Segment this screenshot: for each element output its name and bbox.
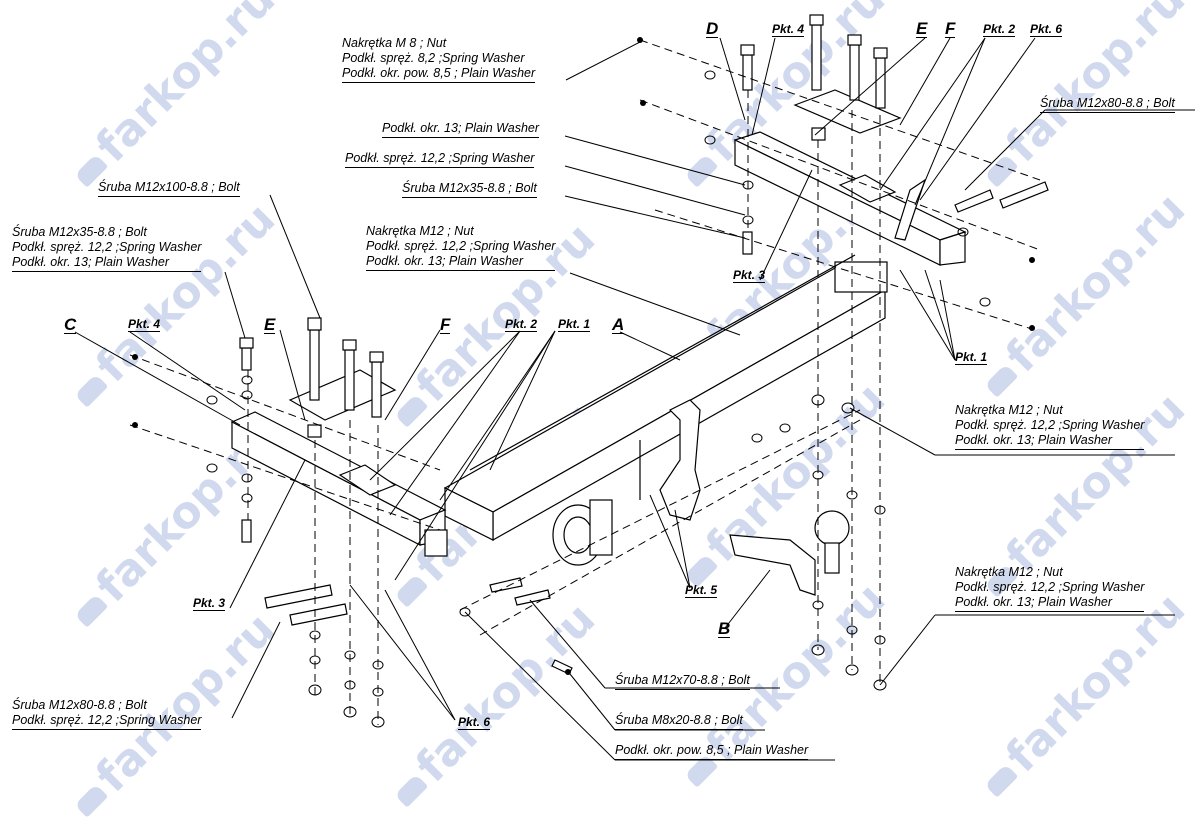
tag-pkt6-left: Pkt. 6 [458,715,491,730]
label-nut-m12-center: Nakrętka M12 ; Nut Podkł. spręż. 12,2 ;S… [366,224,556,271]
label-bolt-m12x100: Śruba M12x100-8.8 ; Bolt [98,180,240,197]
tag-pkt2-left: Pkt. 2 [505,317,538,332]
ball-neck [729,510,850,596]
label-bolt-m12x70: Śruba M12x70-8.8 ; Bolt [615,673,750,690]
leader-lines [74,37,1195,761]
letter-d: D [706,19,719,38]
label-plain-washer-13: Podkł. okr. 13; Plain Washer [382,121,540,138]
letter-e-left: E [264,315,276,334]
label-bolt-m12x80-left: Śruba M12x80-8.8 ; Bolt Podkł. spręż. 12… [12,698,202,730]
letter-b: B [718,619,731,638]
bracket-plate [639,399,701,521]
label-spring-washer-12: Podkł. spręż. 12,2 ;Spring Washer [345,151,535,168]
tag-pkt3-right: Pkt. 3 [733,268,766,283]
label-plain-washer-85: Podkł. okr. pow. 8,5 ; Plain Washer [615,743,809,760]
label-bolt-m12x80-right: Śruba M12x80-8.8 ; Bolt [1040,96,1175,113]
label-nut-m12-right1: Nakrętka M12 ; Nut Podkł. spręż. 12,2 ;S… [955,403,1145,450]
tag-pkt1-left: Pkt. 1 [558,317,591,332]
label-left-group: Śruba M12x35-8.8 ; Bolt Podkł. spręż. 12… [12,225,202,272]
letter-c: C [64,315,77,334]
car-logo-icon [74,783,109,818]
tag-pkt2-right: Pkt. 2 [983,22,1016,37]
diagram-drawing [74,14,1195,761]
washers-nuts [206,70,991,728]
towbar-exploded-diagram: farkop.ru farkop.ru farkop.ru farkop.ru … [12,0,1195,818]
label-nut-m12-right2: Nakrętka M12 ; Nut Podkł. spręż. 12,2 ;S… [955,565,1145,612]
label-bolt-m12x35-top: Śruba M12x35-8.8 ; Bolt [402,181,537,198]
letter-a: A [612,315,625,334]
dots [132,37,1035,675]
bolts-left [239,317,384,543]
tag-pkt1-right: Pkt. 1 [955,350,988,365]
label-nut-m8: Nakrętka M 8 ; Nut Podkł. spręż. 8,2 ;Sp… [342,36,536,83]
tag-pkt4-left: Pkt. 4 [128,317,161,332]
letter-f-left: F [440,315,451,334]
tag-pkt3-left: Pkt. 3 [193,596,226,611]
letter-f-right: F [945,19,956,38]
tag-pkt6-right: Pkt. 6 [1030,22,1063,37]
bracket-c [230,369,448,557]
letter-e-right: E [916,19,928,38]
tag-pkt4-right: Pkt. 4 [772,22,805,37]
bolts-right [740,14,888,255]
socket [552,499,613,566]
tag-pkt5: Pkt. 5 [685,583,718,598]
label-bolt-m8x20: Śruba M8x20-8.8 ; Bolt [615,713,743,730]
